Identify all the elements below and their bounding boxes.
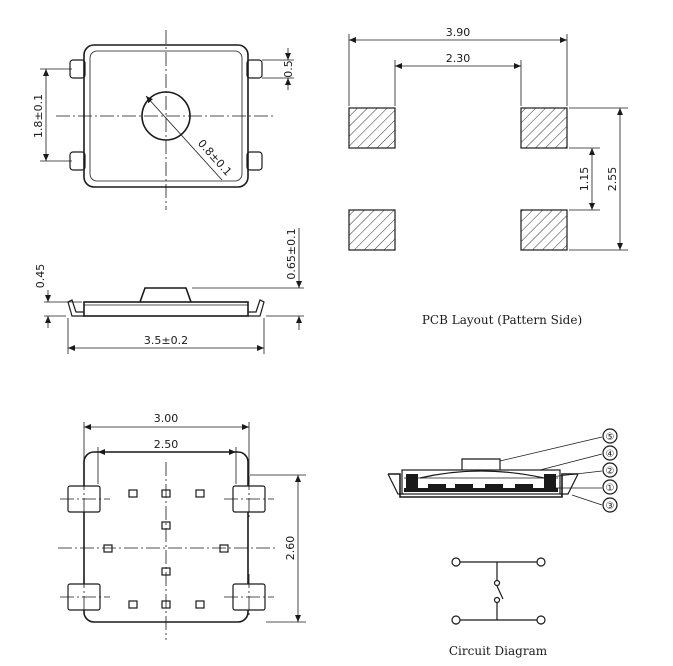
circuit-switch-blade <box>496 585 504 600</box>
section-housing <box>401 469 561 495</box>
terminal-top-left <box>69 59 86 79</box>
dim-side-length: 3.5±0.2 <box>144 334 188 347</box>
dim-bottom-inner-width: 2.50 <box>154 438 179 451</box>
circuit-terminal-bottom-right <box>536 615 546 625</box>
leader-5 <box>499 436 603 462</box>
pcb-pad-bottom-left <box>348 209 396 251</box>
dim-actuator-leader <box>145 95 223 181</box>
dim-top-height: 1.8±0.1 <box>32 94 45 138</box>
section-base-contact <box>404 488 558 492</box>
side-body <box>83 301 249 317</box>
dim-pcb-pad-gap: 1.15 <box>578 167 591 192</box>
dim-pin-width: 0.5 <box>282 60 295 78</box>
pcb-pad-top-right <box>520 107 568 149</box>
dim-base-height: 0.45 <box>34 264 47 289</box>
section-frame <box>388 473 578 498</box>
cross-section: ⑤ ④ ② ① ③ <box>387 428 618 513</box>
pcb-pad-top-left <box>348 107 396 149</box>
terminal-top-right <box>246 59 263 79</box>
dim-total-height: 0.65±0.1 <box>285 228 298 279</box>
circuit-terminal-bottom-left <box>451 615 461 625</box>
section-actuator <box>461 458 501 470</box>
pcb-layout-caption: PCB Layout (Pattern Side) <box>422 313 582 327</box>
circuit-terminal-top-left <box>451 557 461 567</box>
bottom-view: 3.00 2.50 2.60 <box>58 412 306 640</box>
callout-5: ⑤ <box>606 432 615 443</box>
pcb-pad-bottom-right <box>520 209 568 251</box>
leader-2 <box>549 470 603 478</box>
dim-pcb-outer-height: 2.55 <box>606 167 619 192</box>
terminal-bottom-left <box>69 151 86 171</box>
leader-4 <box>539 453 603 471</box>
circuit-diagram-caption: Circuit Diagram <box>449 644 548 658</box>
circuit-terminal-top-right <box>536 557 546 567</box>
callout-2: ② <box>606 466 615 477</box>
dim-bottom-outer-width: 3.00 <box>154 412 179 425</box>
leader-3 <box>571 494 603 506</box>
side-terminal-left <box>67 299 84 317</box>
top-view: 1.8±0.1 0.5 0.8±0.1 <box>32 30 295 210</box>
dim-bottom-height: 2.60 <box>284 536 297 561</box>
side-terminal-right <box>248 299 265 317</box>
section-dome <box>419 470 545 479</box>
dim-pcb-outer-width: 3.90 <box>446 26 471 39</box>
terminal-bottom-right <box>246 151 263 171</box>
circuit-diagram: Circuit Diagram <box>449 557 548 658</box>
callout-4: ④ <box>606 449 615 460</box>
callout-3: ③ <box>606 501 615 512</box>
callout-1: ① <box>606 483 615 494</box>
side-view: 0.45 0.65±0.1 3.5±0.2 <box>34 228 304 354</box>
pcb-layout: 3.90 2.30 2.55 1.15 PCB Layout (Pattern … <box>348 26 628 327</box>
side-actuator <box>139 287 192 303</box>
dim-pcb-inner-width: 2.30 <box>446 52 471 65</box>
